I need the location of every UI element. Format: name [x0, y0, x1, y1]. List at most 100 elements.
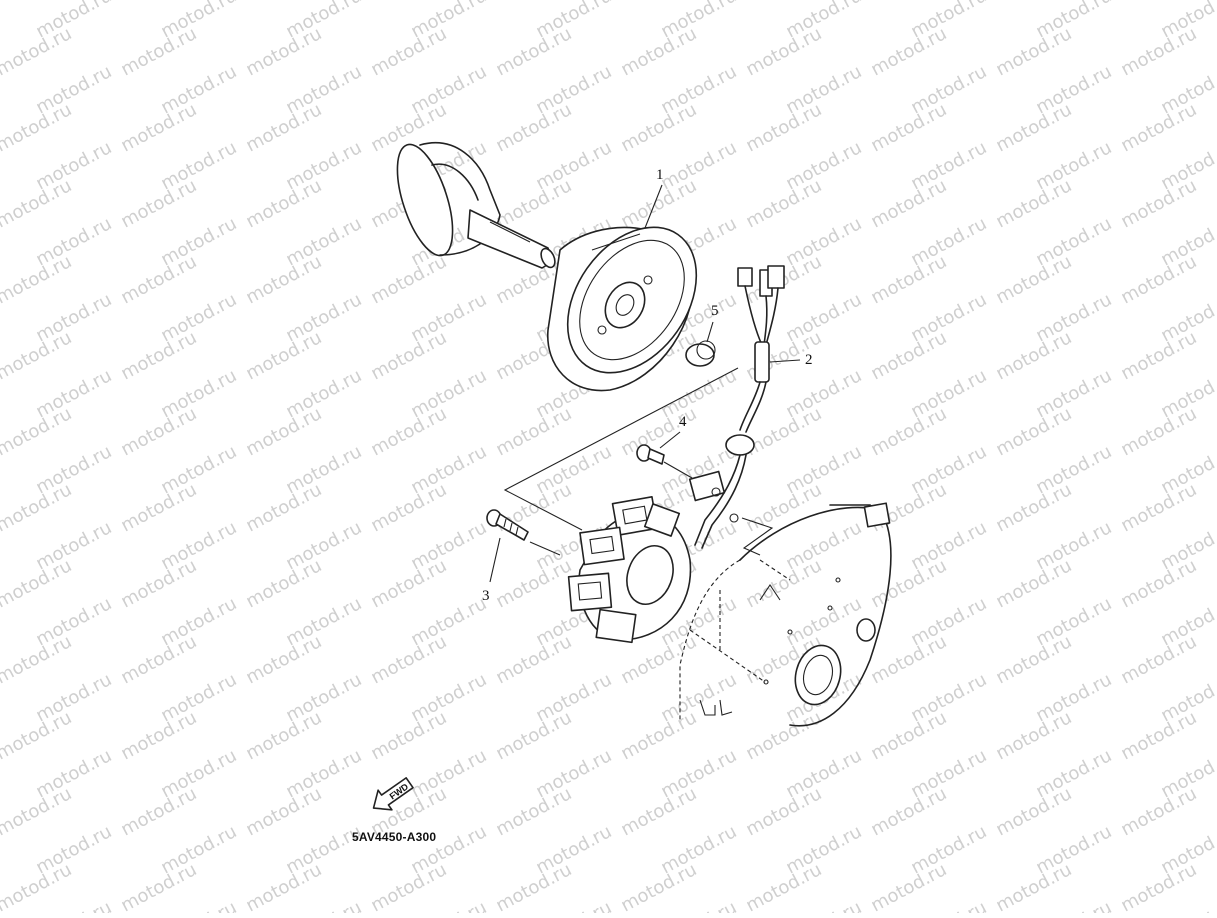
collar — [685, 340, 716, 367]
watermark-text: motod.ru — [1117, 0, 1200, 4]
watermark-text: motod.ru — [117, 99, 200, 156]
diagram-code: 5AV4450-A300 — [352, 830, 437, 844]
watermark-text: motod.ru — [242, 403, 325, 460]
watermark-text: motod.ru — [1117, 859, 1200, 913]
watermark-text: motod.ru — [742, 23, 825, 80]
watermark-text: motod.ru — [992, 555, 1075, 612]
watermark-text: motod.ru — [867, 327, 950, 384]
watermark-text: motod.ru — [117, 0, 200, 4]
watermark-text: motod.ru — [492, 175, 575, 232]
watermark-text: motod.ru — [742, 707, 825, 764]
watermark-text: motod.ru — [117, 23, 200, 80]
rotor — [547, 226, 698, 392]
watermark-text: motod.ru — [242, 555, 325, 612]
watermark-text: motod.ru — [242, 0, 325, 4]
watermark-text: motod.ru — [117, 251, 200, 308]
watermark-text: motod.ru — [117, 631, 200, 688]
watermark-text: motod.ru — [367, 859, 450, 913]
watermark-text: motod.ru — [242, 175, 325, 232]
watermark-text: motod.ru — [242, 631, 325, 688]
watermark-text: motod.ru — [867, 175, 950, 232]
watermark-text: motod.ru — [867, 0, 950, 4]
watermark-text: motod.ru — [367, 23, 450, 80]
callout-wire-harness: 2 — [805, 352, 813, 368]
watermark-text: motod.ru — [992, 327, 1075, 384]
wire-harness — [688, 265, 785, 549]
watermark-text: motod.ru — [242, 327, 325, 384]
watermark-text: motod.ru — [617, 23, 700, 80]
watermark-text: motod.ru — [617, 403, 700, 460]
watermark-text: motod.ru — [992, 479, 1075, 536]
watermark-text: motod.ru — [1117, 555, 1200, 612]
watermark-text: motod.ru — [867, 859, 950, 913]
watermark-text: motod.ru — [867, 251, 950, 308]
watermark-text: motod.ru — [367, 707, 450, 764]
watermark-text: motod.ru — [992, 99, 1075, 156]
watermark-text: motod.ru — [157, 897, 240, 913]
watermark-text: motod.ru — [367, 555, 450, 612]
watermark-text: motod.ru — [742, 175, 825, 232]
watermark-text: motod.ru — [617, 783, 700, 840]
leader-lines — [489, 184, 801, 583]
watermark-text: motod.ru — [242, 859, 325, 913]
watermark-text: motod.ru — [992, 251, 1075, 308]
watermark-text: motod.ru — [407, 897, 490, 913]
crankshaft — [396, 142, 556, 269]
watermark-text: motod.ru — [1117, 783, 1200, 840]
callout-rotor: 1 — [656, 167, 664, 183]
watermark-text: motod.ru — [742, 0, 825, 4]
watermark-text: motod.ru — [742, 555, 825, 612]
watermark-text: motod.ru — [242, 99, 325, 156]
watermark-text: motod.ru — [1117, 631, 1200, 688]
watermark-text: motod.ru — [992, 859, 1075, 913]
callout-stator-bolt: 3 — [482, 588, 490, 604]
watermark-text: motod.ru — [742, 783, 825, 840]
watermark-text: motod.ru — [242, 783, 325, 840]
watermark-text: motod.ru — [992, 23, 1075, 80]
watermark-text: motod.ru — [117, 859, 200, 913]
watermark-text: motod.ru — [367, 631, 450, 688]
watermark-text: motod.ru — [282, 897, 365, 913]
callout-collar: 5 — [711, 303, 719, 319]
watermark-text: motod.ru — [117, 479, 200, 536]
watermark-text: motod.ru — [867, 783, 950, 840]
watermark-text: motod.ru — [742, 859, 825, 913]
watermark-text: motod.ru — [867, 555, 950, 612]
watermark-text: motod.ru — [1117, 479, 1200, 536]
watermark-text: motod.ru — [1032, 897, 1115, 913]
watermark-text: motod.ru — [657, 897, 740, 913]
watermark-text: motod.ru — [367, 327, 450, 384]
watermark-text: motod.ru — [367, 0, 450, 4]
watermark-text: motod.ru — [492, 631, 575, 688]
watermark-text: motod.ru — [117, 175, 200, 232]
watermark-text: motod.ru — [1117, 327, 1200, 384]
watermark-text: motod.ru — [1117, 99, 1200, 156]
watermark-text: motod.ru — [992, 403, 1075, 460]
watermark-text: motod.ru — [992, 175, 1075, 232]
watermark-text: motod.ru — [867, 631, 950, 688]
watermark-text: motod.ru — [1117, 175, 1200, 232]
watermark-text: motod.ru — [242, 479, 325, 536]
watermark-text: motod.ru — [867, 99, 950, 156]
watermark-text: motod.ru — [742, 99, 825, 156]
watermark-text: motod.ru — [492, 555, 575, 612]
watermark-text: motod.ru — [492, 707, 575, 764]
watermark-text: motod.ru — [867, 23, 950, 80]
lead-screw — [636, 444, 665, 465]
callout-lead-screw: 4 — [679, 414, 687, 430]
watermark-text: motod.ru — [492, 23, 575, 80]
watermark-text: motod.ru — [367, 403, 450, 460]
watermark-text: motod.ru — [532, 897, 615, 913]
watermark-text: motod.ru — [492, 0, 575, 4]
watermark-text: motod.ru — [617, 859, 700, 913]
crankcase-cover — [679, 502, 892, 727]
watermark-text: motod.ru — [782, 897, 865, 913]
watermark-text: motod.ru — [907, 897, 990, 913]
watermark-text: motod.ru — [867, 707, 950, 764]
watermark-text: motod.ru — [1117, 251, 1200, 308]
watermark-text: motod.ru — [1117, 23, 1200, 80]
watermark-text: motod.ru — [992, 783, 1075, 840]
